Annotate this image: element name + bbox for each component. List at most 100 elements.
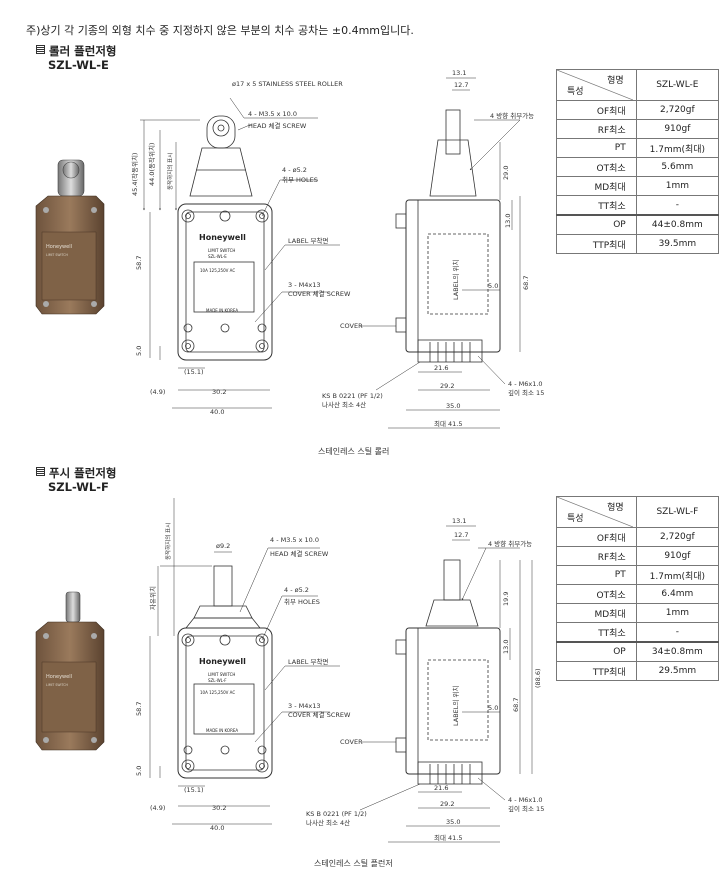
spec-header-model: 형명 <box>607 76 624 86</box>
label-attach: LABEL 부착면 <box>288 657 328 666</box>
spec-value: 34±0.8mm <box>635 641 719 662</box>
photo-brand: Honeywell <box>46 244 72 250</box>
section-model: SZL-WL-E <box>48 58 109 72</box>
label-position: LABEL의 위치 <box>451 260 460 300</box>
spec-value: 910gf <box>635 119 719 139</box>
label-ks: KS B 0221 (PF 1/2) <box>322 392 383 400</box>
tolerance-note: 주)상기 각 기종의 외형 치수 중 지정하지 않은 부분의 치수 공차는 ±0… <box>26 24 414 37</box>
spec-key: TT최소 <box>556 622 637 643</box>
dim-58-7: 58.7 <box>135 256 143 270</box>
product-photo: Honeywell LIMIT SWITCH <box>35 591 105 751</box>
label-ks: KS B 0221 (PF 1/2) <box>306 810 367 818</box>
label-head-screw-dim: 4 - M3.5 x 10.0 <box>248 110 297 118</box>
label-m6: 4 - M6x1.0 <box>508 796 543 804</box>
dim-21-6: 21.6 <box>434 784 448 792</box>
spec-value: 1mm <box>635 603 719 623</box>
dim-40-0: 40.0 <box>210 408 224 416</box>
front-rating: 10A 125,250V AC <box>200 268 235 273</box>
dim-4-9: (4.9) <box>150 804 165 812</box>
dim-29-0: 29.0 <box>502 166 510 180</box>
front-model: SZL-WL-F <box>208 678 227 683</box>
square-bullet-icon <box>36 467 45 476</box>
spec-value: 6.4mm <box>635 584 719 604</box>
spec-value: 5.6mm <box>635 157 719 177</box>
spec-header-attr: 특성 <box>567 87 584 97</box>
spec-key: TT최소 <box>556 195 637 216</box>
dim-58-7: 58.7 <box>135 702 143 716</box>
label-ks-sub: 나사산 최소 4산 <box>306 818 350 827</box>
dim-4-9: (4.9) <box>150 388 165 396</box>
dim-40-0: 40.0 <box>210 824 224 832</box>
dim-68-7: 68.7 <box>512 698 520 712</box>
spec-key: MD최대 <box>556 603 637 623</box>
product-photo: Honeywell LIMIT SWITCH <box>35 159 105 315</box>
photo-ls: LIMIT SWITCH <box>46 253 68 257</box>
spec-value: 1.7mm(최대) <box>635 138 719 158</box>
spec-key: PT <box>556 138 637 158</box>
spec-key: OP <box>556 641 637 662</box>
spec-value: 2,720gf <box>635 100 719 120</box>
side-view <box>395 109 501 363</box>
spec-key: MD최대 <box>556 176 637 196</box>
label-m6: 4 - M6x1.0 <box>508 380 543 388</box>
front-made: MADE IN KOREA <box>206 728 238 733</box>
dim-free: 동작하지의 표시 <box>166 153 174 190</box>
spec-key: OT최소 <box>556 584 637 604</box>
square-bullet-icon <box>36 45 45 54</box>
dim-88-6: (88.6) <box>534 668 542 688</box>
spec-value: 29.5mm <box>635 661 719 681</box>
drawing-push: Honeywell LIMIT SWITCH Honeywell LIMIT S… <box>35 498 544 843</box>
spec-value: 39.5mm <box>635 234 719 254</box>
front-brand: Honeywell <box>199 657 246 666</box>
label-cover-screw: COVER 체결 SCREW <box>288 289 351 298</box>
spec-key: RF최소 <box>556 546 637 566</box>
label-roller: ø17 x 5 STAINLESS STEEL ROLLER <box>232 80 343 88</box>
spec-key: OF최대 <box>556 100 637 120</box>
front-view <box>177 565 273 779</box>
dim-19-9: 19.9 <box>502 592 510 606</box>
label-dir: 4 방향 취부가능 <box>488 539 532 548</box>
label-plunger: ø9.2 <box>216 542 230 550</box>
front-made: MADE IN KOREA <box>206 308 238 313</box>
dim-35-0: 35.0 <box>446 818 460 826</box>
dim-15-1: (15.1) <box>184 368 204 376</box>
spec-key: TTP최대 <box>556 661 637 681</box>
dim-29-2: 29.2 <box>440 800 454 808</box>
spec-key: OP <box>556 214 637 235</box>
label-cover: COVER <box>340 322 363 330</box>
side-view <box>395 559 501 785</box>
spec-value: - <box>635 195 719 216</box>
dim-41-5: 최대 41.5 <box>434 419 463 428</box>
section-header-roller: 롤러 플런저형 SZL-WL-E <box>36 44 116 72</box>
spec-header-cell: 형명 특성 <box>556 69 637 101</box>
caption-push: 스테인레스 스틸 플런저 <box>314 859 393 868</box>
spec-model: SZL-WL-E <box>635 69 719 101</box>
section-model: SZL-WL-F <box>48 480 109 494</box>
label-m6-sub: 깊이 최소 15 <box>508 804 544 813</box>
label-cover-screw-dim: 3 - M4x13 <box>288 281 320 289</box>
dim-12-7: 12.7 <box>454 81 468 89</box>
front-rating: 10A 125,250V AC <box>200 690 235 695</box>
section-header-push: 푸시 플런저형 SZL-WL-F <box>36 466 116 494</box>
photo-ls: LIMIT SWITCH <box>46 683 68 687</box>
spec-key: OF최대 <box>556 527 637 547</box>
label-dir: 4 방향 취부가능 <box>490 111 534 120</box>
front-view <box>177 115 273 361</box>
label-m6-sub: 깊이 최소 15 <box>508 388 544 397</box>
spec-header-cell: 형명 특성 <box>556 496 637 528</box>
section-title: 롤러 플런저형 <box>49 44 117 58</box>
spec-header-model: 형명 <box>607 503 624 513</box>
label-cover-screw-dim: 3 - M4x13 <box>288 702 320 710</box>
section-title: 푸시 플런저형 <box>49 466 117 480</box>
photo-brand: Honeywell <box>46 674 72 680</box>
label-head-screw: HEAD 체결 SCREW <box>270 549 329 558</box>
dim-44-0: 44.0(동작위치) <box>147 143 156 186</box>
dim-5-0: 5.0 <box>135 766 143 776</box>
spec-key: PT <box>556 565 637 585</box>
spec-value: 2,720gf <box>635 527 719 547</box>
dim-41-5: 최대 41.5 <box>434 833 463 842</box>
label-holes: 취부 HOLES <box>284 598 320 606</box>
label-holes-dim: 4 - ø5.2 <box>282 166 307 174</box>
